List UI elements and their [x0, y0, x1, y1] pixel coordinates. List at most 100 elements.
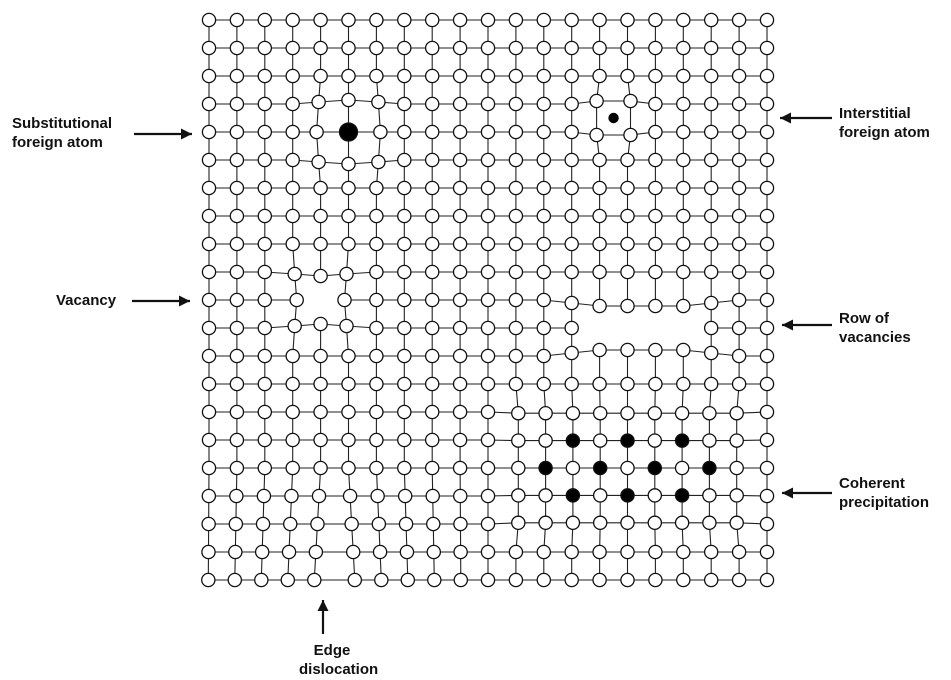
lattice-atom [453, 488, 468, 504]
lattice-atom [313, 236, 328, 252]
lattice-atom [508, 264, 524, 280]
lattice-atom [285, 376, 300, 392]
lattice-atom [731, 152, 747, 168]
lattice-atom [536, 320, 552, 336]
lattice-atom [229, 264, 245, 280]
lattice-atom [284, 488, 299, 504]
lattice-atom [397, 236, 412, 252]
lattice-atom [452, 264, 468, 280]
lattice-atom [731, 572, 747, 588]
lattice-atom [480, 320, 496, 336]
lattice-atom [287, 318, 302, 334]
lattice-atom [676, 96, 691, 112]
interstitial-atom [608, 112, 619, 124]
lattice-atom [313, 460, 328, 476]
lattice-atom [511, 515, 526, 531]
lattice-atom [311, 94, 326, 110]
lattice-atom [426, 544, 442, 560]
lattice-atom [313, 40, 328, 56]
lattice-atom [508, 180, 524, 196]
lattice-atom [369, 40, 384, 56]
lattice-atom [341, 92, 356, 108]
lattice-atom [341, 156, 356, 172]
lattice-atom [337, 292, 352, 308]
lattice-atom [592, 544, 607, 560]
lattice-atom [228, 544, 243, 560]
label-arrows [132, 112, 832, 634]
lattice-atom [371, 154, 386, 170]
lattice-atom [341, 376, 356, 392]
lattice-atom [282, 516, 298, 532]
lattice-atom [759, 488, 775, 504]
lattice-atom [731, 320, 747, 336]
lattice-atom [257, 180, 273, 196]
lattice-atom [564, 376, 579, 392]
lattice-atom [480, 404, 496, 420]
lattice-atom [731, 292, 747, 308]
lattice-atom [480, 292, 496, 308]
lattice-atom [398, 516, 414, 532]
lattice-atom [648, 68, 663, 84]
lattice-atom [229, 96, 245, 112]
lattice-atom [592, 405, 608, 421]
lattice-atom [201, 432, 217, 448]
lattice-atom [369, 292, 384, 308]
lattice-atom [201, 348, 217, 364]
lattice-atom [229, 12, 245, 28]
lattice-atom [257, 124, 273, 140]
lattice-atom [536, 68, 552, 84]
lattice-atoms [201, 12, 775, 588]
lattice-atom [229, 152, 245, 168]
lattice-atom [480, 208, 496, 224]
lattice-atom [648, 12, 663, 28]
lattice-atom [452, 460, 468, 476]
lattice-atom [620, 544, 635, 560]
lattice-atom [397, 152, 412, 168]
label-edge-dislocation: Edge dislocation [299, 642, 379, 678]
lattice-atom [369, 180, 384, 196]
lattice-atom [369, 320, 384, 336]
lattice-atom [201, 96, 217, 112]
lattice-atom [285, 404, 300, 420]
lattice-atom [508, 376, 524, 392]
lattice-atom [345, 544, 361, 560]
lattice-atom [648, 152, 663, 168]
lattice-atom [536, 264, 552, 280]
lattice-atom [676, 180, 691, 196]
lattice-atom [508, 544, 524, 560]
lattice-atom [759, 320, 775, 336]
lattice-atom [453, 544, 468, 560]
lattice-atom [731, 12, 747, 28]
lattice-atom [452, 348, 468, 364]
lattice-atom [369, 460, 384, 476]
lattice-atom [592, 12, 607, 28]
label-interstitial-foreign-atom: Interstitial foreign atom [839, 105, 930, 141]
lattice-atom [313, 208, 328, 224]
lattice-atom [648, 124, 663, 140]
lattice-atom [536, 348, 552, 364]
lattice-atom [565, 460, 581, 476]
lattice-atom [536, 180, 552, 196]
lattice-atom [289, 292, 304, 308]
lattice-atom [508, 124, 524, 140]
lattice-atom [564, 208, 579, 224]
lattice-atom [374, 572, 389, 588]
lattice-atom [229, 292, 245, 308]
lattice-atom [342, 488, 358, 504]
lattice-atom [201, 236, 217, 252]
lattice-atom [285, 432, 300, 448]
lattice-atom [397, 488, 413, 504]
lattice-atom [538, 433, 553, 448]
lattice-atom [620, 208, 635, 224]
lattice-atom [729, 460, 744, 476]
lattice-atom [536, 152, 552, 168]
lattice-atom [424, 432, 440, 448]
lattice-atom [647, 405, 663, 421]
lattice-atom [703, 572, 719, 588]
lattice-atom [538, 488, 553, 503]
lattice-atom [703, 68, 719, 84]
arrow-row-of-vacancies [782, 319, 832, 331]
lattice-atom [511, 405, 526, 421]
precipitate-atom [702, 460, 717, 476]
lattice-atom [674, 405, 690, 421]
